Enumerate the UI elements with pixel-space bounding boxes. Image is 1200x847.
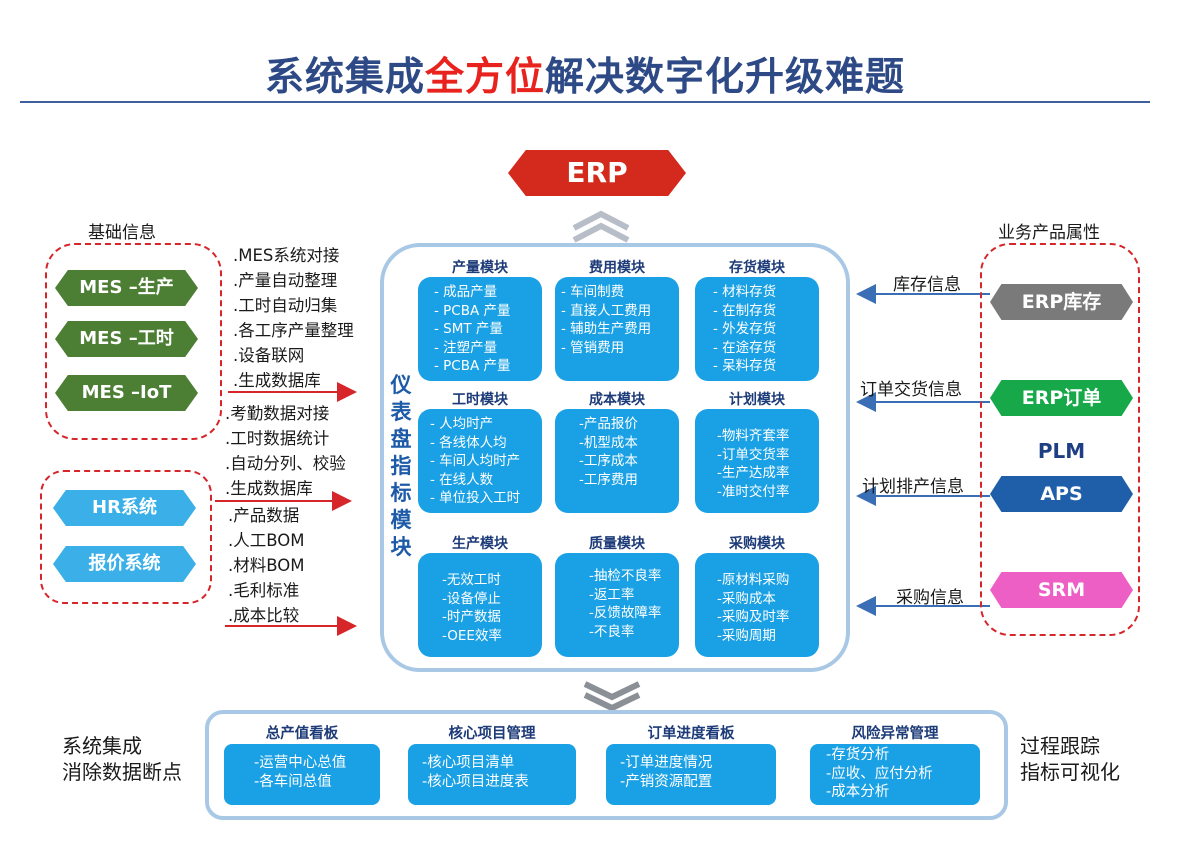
board-card-order-progress: -订单进度情况 -产销资源配置 [606,744,776,805]
tracking-note: 过程跟踪 指标可视化 [1020,734,1120,784]
board-card-risk: -存货分析 -应收、应付分析 -成本分析 [810,744,980,805]
down-chevrons-icon [583,681,641,712]
basic-info-label: 基础信息 [88,223,156,243]
module-title: 存货模块 [729,260,785,276]
list-item: .MES系统对接 [233,246,340,265]
board-title: 核心项目管理 [448,726,536,742]
title-highlight: 全方位 [424,55,545,100]
list-item: .工时自动归集 [233,296,338,315]
inventory-info-label: 库存信息 [893,275,961,295]
board-card-total-output: -运营中心总值 -各车间总值 [224,744,380,805]
page-title: 系统集成全方位解决数字化升级难题 [0,46,1170,102]
up-chevrons-icon [572,210,630,243]
list-item: .成本比较 [228,606,300,625]
erp-order-pill: ERP订单 [990,380,1133,416]
module-card-labor-hours: - 人均时产 - 各线体人均 - 车间人均时产 - 在线人数 - 单位投入工时 [418,409,542,513]
hr-feature-list: .考勤数据对接 .工时数据统计 .自动分列、校验 .生成数据库 [225,401,346,501]
erp-banner: ERP [508,150,686,196]
hr-system-pill: HR系统 [53,490,196,526]
list-item: .毛利标准 [228,581,300,600]
plan-info-label: 计划排产信息 [862,477,964,497]
list-item: .自动分列、校验 [225,454,346,473]
title-part2: 解决数字化升级难题 [545,55,906,100]
module-card-output: - 成品产量 - PCBA 产量 - SMT 产量 - 注塑产量 - PCBA … [418,277,542,381]
module-title: 计划模块 [729,392,785,408]
list-item: .生成数据库 [225,479,313,498]
mes-iot-pill: MES –IoT [55,375,198,411]
basic-info-group [45,243,222,440]
board-card-core-projects: -核心项目清单 -核心项目进度表 [408,744,576,805]
module-card-quality: -抽检不良率 -返工率 -反馈故障率 -不良率 [555,553,679,657]
aps-pill: APS [990,476,1133,512]
title-divider [20,101,1150,103]
module-card-expense: - 车间制费 - 直接人工费用 - 辅助生产费用 - 管销费用 [555,277,679,381]
product-attr-label: 业务产品属性 [998,223,1100,243]
mes-hours-pill: MES –工时 [55,321,198,357]
quote-feature-list: .产品数据 .人工BOM .材料BOM .毛利标准 .成本比较 [228,503,305,628]
module-card-production: -无效工时 -设备停止 -时产数据 -OEE效率 [418,553,542,657]
mes-feature-list: .MES系统对接 .产量自动整理 .工时自动归集 .各工序产量整理 .设备联网 … [233,243,354,393]
module-title: 工时模块 [452,392,508,408]
srm-pill: SRM [990,572,1133,608]
list-item: .产品数据 [228,506,300,525]
module-card-planning: -物料齐套率 -订单交货率 -生产达成率 -准时交付率 [695,409,819,513]
module-title: 成本模块 [589,392,645,408]
board-title: 风险异常管理 [851,726,939,742]
module-title: 生产模块 [452,536,508,552]
list-item: .产量自动整理 [233,271,338,290]
board-title: 订单进度看板 [647,726,735,742]
list-item: .材料BOM [228,556,305,575]
quote-system-pill: 报价系统 [53,546,196,582]
plm-label: PLM [1037,439,1086,463]
title-part1: 系统集成 [264,55,425,100]
module-card-cost: -产品报价 -机型成本 -工序成本 -工序费用 [555,409,679,513]
order-info-label: 订单交货信息 [860,380,962,400]
list-item: .各工序产量整理 [233,321,354,340]
list-item: .人工BOM [228,531,305,550]
module-title: 产量模块 [452,260,508,276]
erp-inventory-pill: ERP库存 [990,284,1133,320]
list-item: .工时数据统计 [225,429,330,448]
list-item: .考勤数据对接 [225,404,330,423]
module-title: 质量模块 [589,536,645,552]
purchase-info-label: 采购信息 [896,588,964,608]
list-item: .设备联网 [233,346,305,365]
module-title: 费用模块 [589,260,645,276]
product-attr-group [980,243,1140,636]
hr-quote-group [40,470,212,604]
module-title: 采购模块 [729,536,785,552]
list-item: .生成数据库 [233,371,321,390]
integration-note: 系统集成 消除数据断点 [62,734,182,784]
board-title: 总产值看板 [265,726,339,742]
mes-production-pill: MES –生产 [55,270,198,306]
module-card-purchasing: -原材料采购 -采购成本 -采购及时率 -采购周期 [695,553,819,657]
dashboard-vertical-label: 仪 表 盘 指 标 模 块 [390,373,412,559]
module-card-inventory: - 材料存货 - 在制存货 - 外发存货 - 在途存货 - 呆料存货 [695,277,819,381]
